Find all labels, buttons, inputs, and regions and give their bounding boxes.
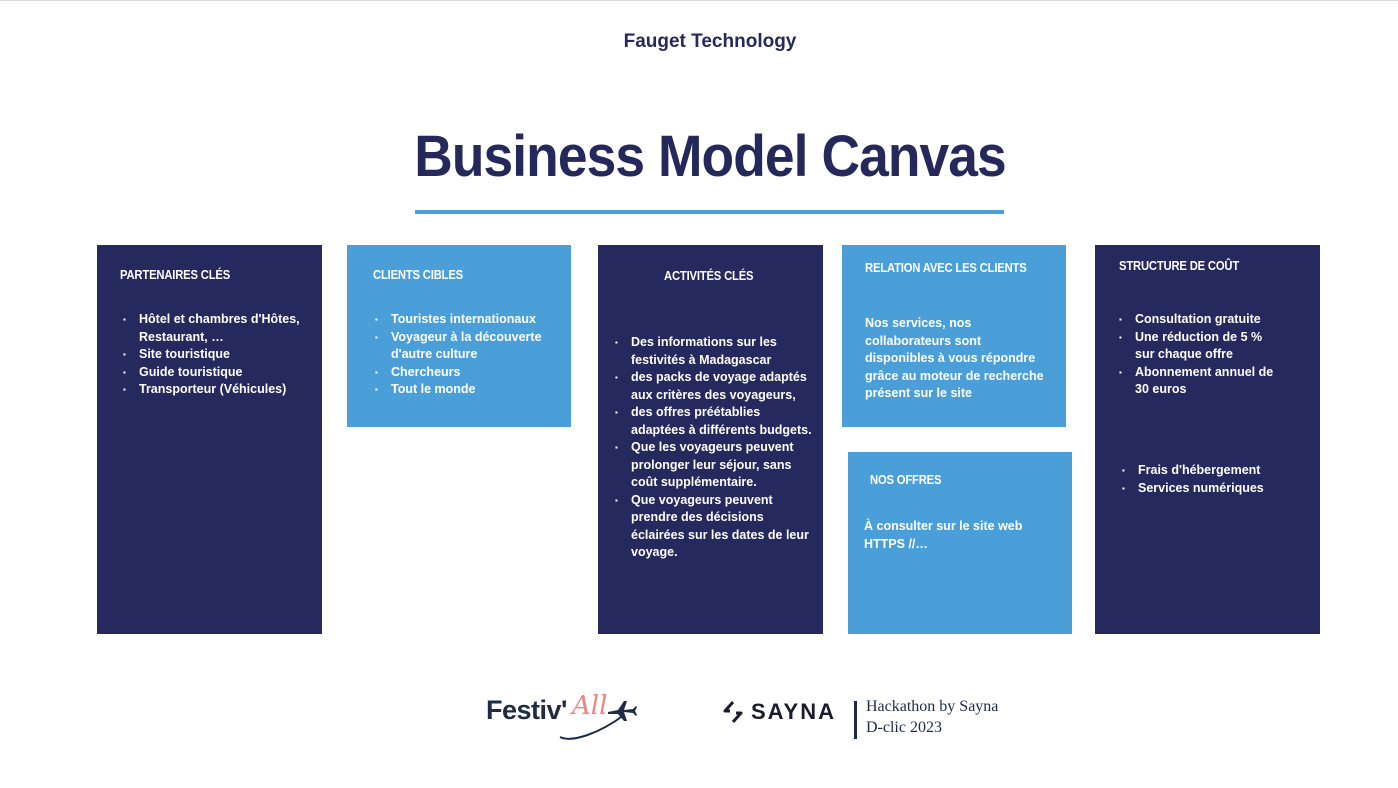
- list-item: Que les voyageurs peuvent prolonger leur…: [615, 439, 815, 492]
- hackathon-line-2: D-clic 2023: [866, 719, 942, 736]
- hackathon-line-1: Hackathon by Sayna: [866, 698, 999, 715]
- partners-list: Hôtel et chambres d'Hôtes, Restaurant, ……: [123, 311, 303, 399]
- hackathon-credit: Hackathon by Sayna D-clic 2023: [866, 696, 998, 738]
- list-item: des packs de voyage adaptés aux critères…: [615, 369, 815, 404]
- swoosh-icon: [559, 714, 625, 740]
- festivall-logo-text: Festiv': [486, 695, 567, 725]
- card-text: À consulter sur le site web HTTPS //…: [864, 519, 1023, 551]
- list-item: Tout le monde: [375, 381, 551, 399]
- activities-list: Des informations sur les festivités à Ma…: [615, 334, 815, 562]
- card-key-activities: ACTIVITÉS CLÉS Des informations sur les …: [598, 245, 823, 634]
- list-item: Abonnement annuel de 30 euros: [1119, 364, 1279, 399]
- card-title: NOS OFFRES: [870, 473, 942, 487]
- sayna-logo-text: SAYNA: [751, 699, 836, 724]
- list-item: Chercheurs: [375, 364, 551, 382]
- card-cost-structure: STRUCTURE DE COÛT Consultation gratuite …: [1095, 245, 1320, 634]
- list-item: Voyageur à la découverte d'autre culture: [375, 329, 551, 364]
- festivall-logo-script: All: [572, 691, 608, 721]
- list-item: Une réduction de 5 % sur chaque offre: [1119, 329, 1279, 364]
- card-customer-relations: RELATION AVEC LES CLIENTS Nos services, …: [842, 245, 1066, 427]
- list-item: Guide touristique: [123, 364, 303, 382]
- list-item: Services numériques: [1122, 480, 1302, 498]
- list-item: Hôtel et chambres d'Hôtes, Restaurant, …: [123, 311, 303, 346]
- list-item: Que voyageurs peuvent prendre des décisi…: [615, 492, 815, 562]
- card-our-offers: NOS OFFRES À consulter sur le site web H…: [848, 452, 1072, 634]
- list-item: Touristes internationaux: [375, 311, 551, 329]
- festivall-logo: Festiv' All: [484, 691, 644, 741]
- card-title: PARTENAIRES CLÉS: [120, 268, 231, 282]
- clients-list: Touristes internationaux Voyageur à la d…: [375, 311, 551, 399]
- card-target-clients: CLIENTS CIBLES Touristes internationaux …: [347, 245, 571, 427]
- card-title: ACTIVITÉS CLÉS: [664, 269, 754, 283]
- card-title: CLIENTS CIBLES: [373, 268, 463, 282]
- sayna-logo-icon: [723, 701, 743, 723]
- card-key-partners: PARTENAIRES CLÉS Hôtel et chambres d'Hôt…: [97, 245, 322, 634]
- card-text: Nos services, nos collaborateurs sont di…: [865, 316, 1044, 400]
- list-item: Frais d'hébergement: [1122, 462, 1302, 480]
- list-item: Transporteur (Véhicules): [123, 381, 303, 399]
- company-name: Fauget Technology: [623, 31, 797, 52]
- title-underline: [415, 210, 1004, 214]
- airplane-icon: [608, 701, 637, 721]
- card-title: STRUCTURE DE COÛT: [1119, 259, 1240, 273]
- list-item: des offres préétablies adaptées à différ…: [615, 404, 815, 439]
- footer-divider: [854, 701, 857, 739]
- costs-list-secondary: Frais d'hébergement Services numériques: [1122, 462, 1302, 497]
- page-title: Business Model Canvas: [414, 124, 1006, 189]
- card-title: RELATION AVEC LES CLIENTS: [865, 261, 1027, 275]
- list-item: Consultation gratuite: [1119, 311, 1279, 329]
- list-item: Site touristique: [123, 346, 303, 364]
- costs-list: Consultation gratuite Une réduction de 5…: [1119, 311, 1279, 399]
- list-item: Des informations sur les festivités à Ma…: [615, 334, 815, 369]
